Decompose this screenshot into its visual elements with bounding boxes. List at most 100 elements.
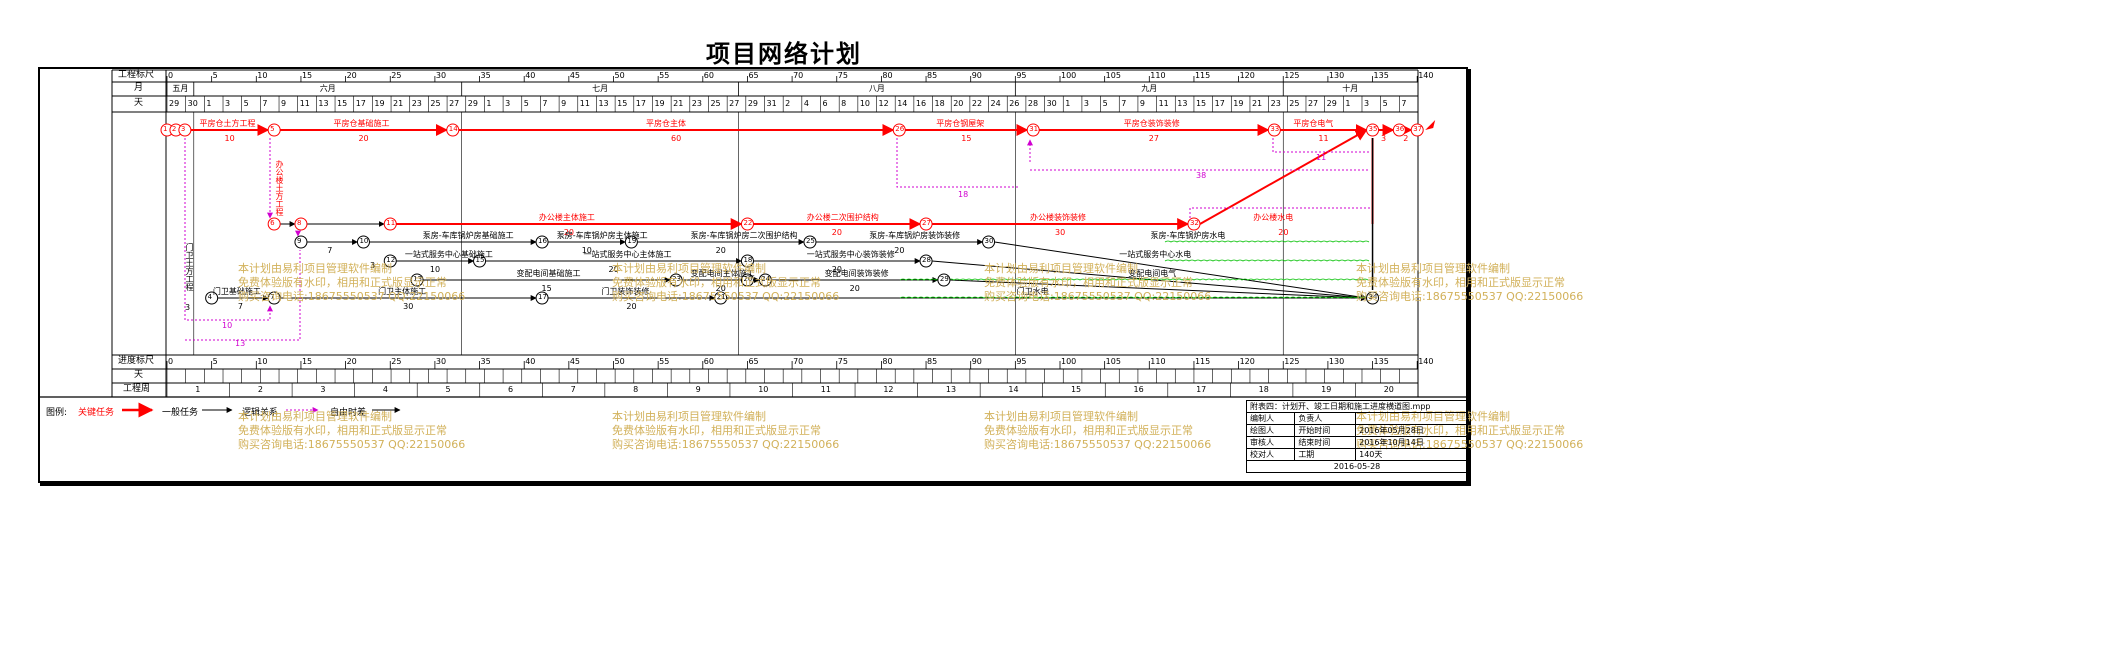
node-number: 34 xyxy=(1368,293,1378,301)
day-label: 31 xyxy=(766,99,777,108)
task-arrow xyxy=(932,260,1368,301)
float-label: 38 xyxy=(1196,171,1207,180)
network-node xyxy=(294,217,308,231)
watermark-line3: 购买咨询电话:18675550537 QQ:22150066 xyxy=(612,438,840,451)
scale-tick-label: 100 xyxy=(1061,357,1077,366)
watermark-line2: 免费体验版有水印，相用和正式版显示正常 xyxy=(238,276,447,289)
task-name: 一站式服务中心水电 xyxy=(1119,250,1192,259)
scale-tick-label: 55 xyxy=(659,71,670,80)
day-label: 28 xyxy=(1027,99,1039,108)
network-node xyxy=(1187,217,1201,231)
network-node xyxy=(1392,123,1406,137)
info-key: 绘图人 xyxy=(1245,424,1296,437)
scale-tick-label: 140 xyxy=(1418,357,1434,366)
node-number: 11 xyxy=(386,219,396,227)
day-label: 3 xyxy=(505,99,511,108)
node-number: 6 xyxy=(270,219,275,227)
scale-tick-label: 60 xyxy=(703,357,714,366)
watermark-line3: 购买咨询电话:18675550537 QQ:22150066 xyxy=(612,290,840,303)
week-label: 16 xyxy=(1133,385,1144,394)
network-node xyxy=(758,273,772,287)
node-number: 20 xyxy=(743,275,753,283)
scale-tick-label: 140 xyxy=(1418,71,1434,80)
scale-tick-label: 115 xyxy=(1194,357,1211,366)
day-label: 11 xyxy=(299,99,310,108)
task-duration: 20 xyxy=(626,302,637,311)
day-label: 17 xyxy=(355,99,366,108)
ruler-bottom-day-label: 天 xyxy=(134,370,144,380)
day-label: 7 xyxy=(262,99,268,108)
critical-task-arrow xyxy=(1199,129,1368,225)
task-duration: 3 xyxy=(370,261,376,270)
scale-tick-label: 95 xyxy=(1016,357,1027,366)
node-number: 28 xyxy=(922,256,931,264)
task-duration: 20 xyxy=(608,265,619,274)
network-node xyxy=(1366,123,1380,137)
scale-tick-label: 120 xyxy=(1239,357,1255,366)
network-node xyxy=(937,273,951,287)
day-label: 17 xyxy=(635,99,646,108)
task-name: 变配电间主体施工 xyxy=(690,269,755,278)
task-name: 一站式服务中心装饰装修 xyxy=(806,250,895,259)
watermark-6: 本计划由易利项目管理软件编制 免费体验版有水印，相用和正式版显示正常 购买咨询电… xyxy=(612,410,839,452)
day-label: 7 xyxy=(1401,99,1407,108)
node-number: 37 xyxy=(1413,125,1423,133)
scale-tick-label: 5 xyxy=(212,357,218,366)
node-number: 35 xyxy=(1368,125,1378,133)
node-number: 29 xyxy=(939,275,949,283)
scale-tick-label: 120 xyxy=(1239,71,1255,80)
day-label: 29 xyxy=(467,99,478,108)
network-node xyxy=(892,123,906,137)
task-name: 平房仓钢屋架 xyxy=(936,119,985,128)
network-node xyxy=(383,217,397,231)
task-duration: 10 xyxy=(429,265,441,274)
day-label: 6 xyxy=(822,99,828,108)
day-label: 25 xyxy=(710,99,721,108)
logic-relation xyxy=(1272,138,1370,153)
page-title: 项目网络计划 xyxy=(706,39,862,68)
float-label: 18 xyxy=(958,190,969,199)
watermark-line1: 本计划由易利项目管理软件编制 xyxy=(1356,262,1510,275)
node-number: 2 xyxy=(171,125,177,133)
watermark-4: 本计划由易利项目管理软件编制 免费体验版有水印，相用和正式版显示正常 购买咨询电… xyxy=(1356,262,1583,304)
day-label: 14 xyxy=(897,99,908,108)
scale-tick-label: 110 xyxy=(1150,357,1166,366)
scale-tick-label: 50 xyxy=(614,71,625,80)
scale-tick-label: 35 xyxy=(480,357,491,366)
scale-tick-label: 20 xyxy=(346,357,357,366)
node-number: 12 xyxy=(386,256,396,264)
watermark-line1: 本计划由易利项目管理软件编制 xyxy=(238,262,392,275)
scale-tick-label: 40 xyxy=(525,357,536,366)
day-label: 13 xyxy=(1177,99,1188,108)
week-label: 1 xyxy=(195,385,201,394)
day-label: 8 xyxy=(841,99,847,108)
week-label: 8 xyxy=(633,385,639,394)
scale-tick-label: 130 xyxy=(1328,71,1345,80)
task-duration: 27 xyxy=(1148,134,1159,143)
node-number: 16 xyxy=(538,237,547,245)
logic-relation xyxy=(184,138,273,321)
day-label: 3 xyxy=(1083,99,1089,108)
watermark-line1: 本计划由易利项目管理软件编制 xyxy=(612,410,766,423)
scale-tick-label: 90 xyxy=(971,71,982,80)
node-number: 15 xyxy=(475,256,485,264)
float-label: 11 xyxy=(1316,153,1327,162)
scale-tick-label: 30 xyxy=(435,71,447,80)
day-label: 23 xyxy=(1270,99,1281,108)
scale-tick-label: 25 xyxy=(391,71,402,80)
ruler-month-label: 月 xyxy=(134,83,144,93)
task-name: 泵房-车库锅炉房水电 xyxy=(1150,231,1226,240)
info-row: 校对人 工期 140天 xyxy=(1245,448,1468,461)
info-key2: 工期 xyxy=(1294,448,1357,461)
day-label: 5 xyxy=(523,99,529,108)
month-label: 十月 xyxy=(1342,84,1359,93)
node-number: 1 xyxy=(163,125,168,133)
logic-relation xyxy=(896,138,1020,188)
day-label: 17 xyxy=(1214,99,1225,108)
day-label: 29 xyxy=(169,99,180,108)
scale-tick-label: 65 xyxy=(748,357,759,366)
node-number: 18 xyxy=(743,256,753,264)
week-label: 17 xyxy=(1196,385,1207,394)
float-label: 10 xyxy=(222,321,233,330)
node-number: 4 xyxy=(207,293,213,301)
